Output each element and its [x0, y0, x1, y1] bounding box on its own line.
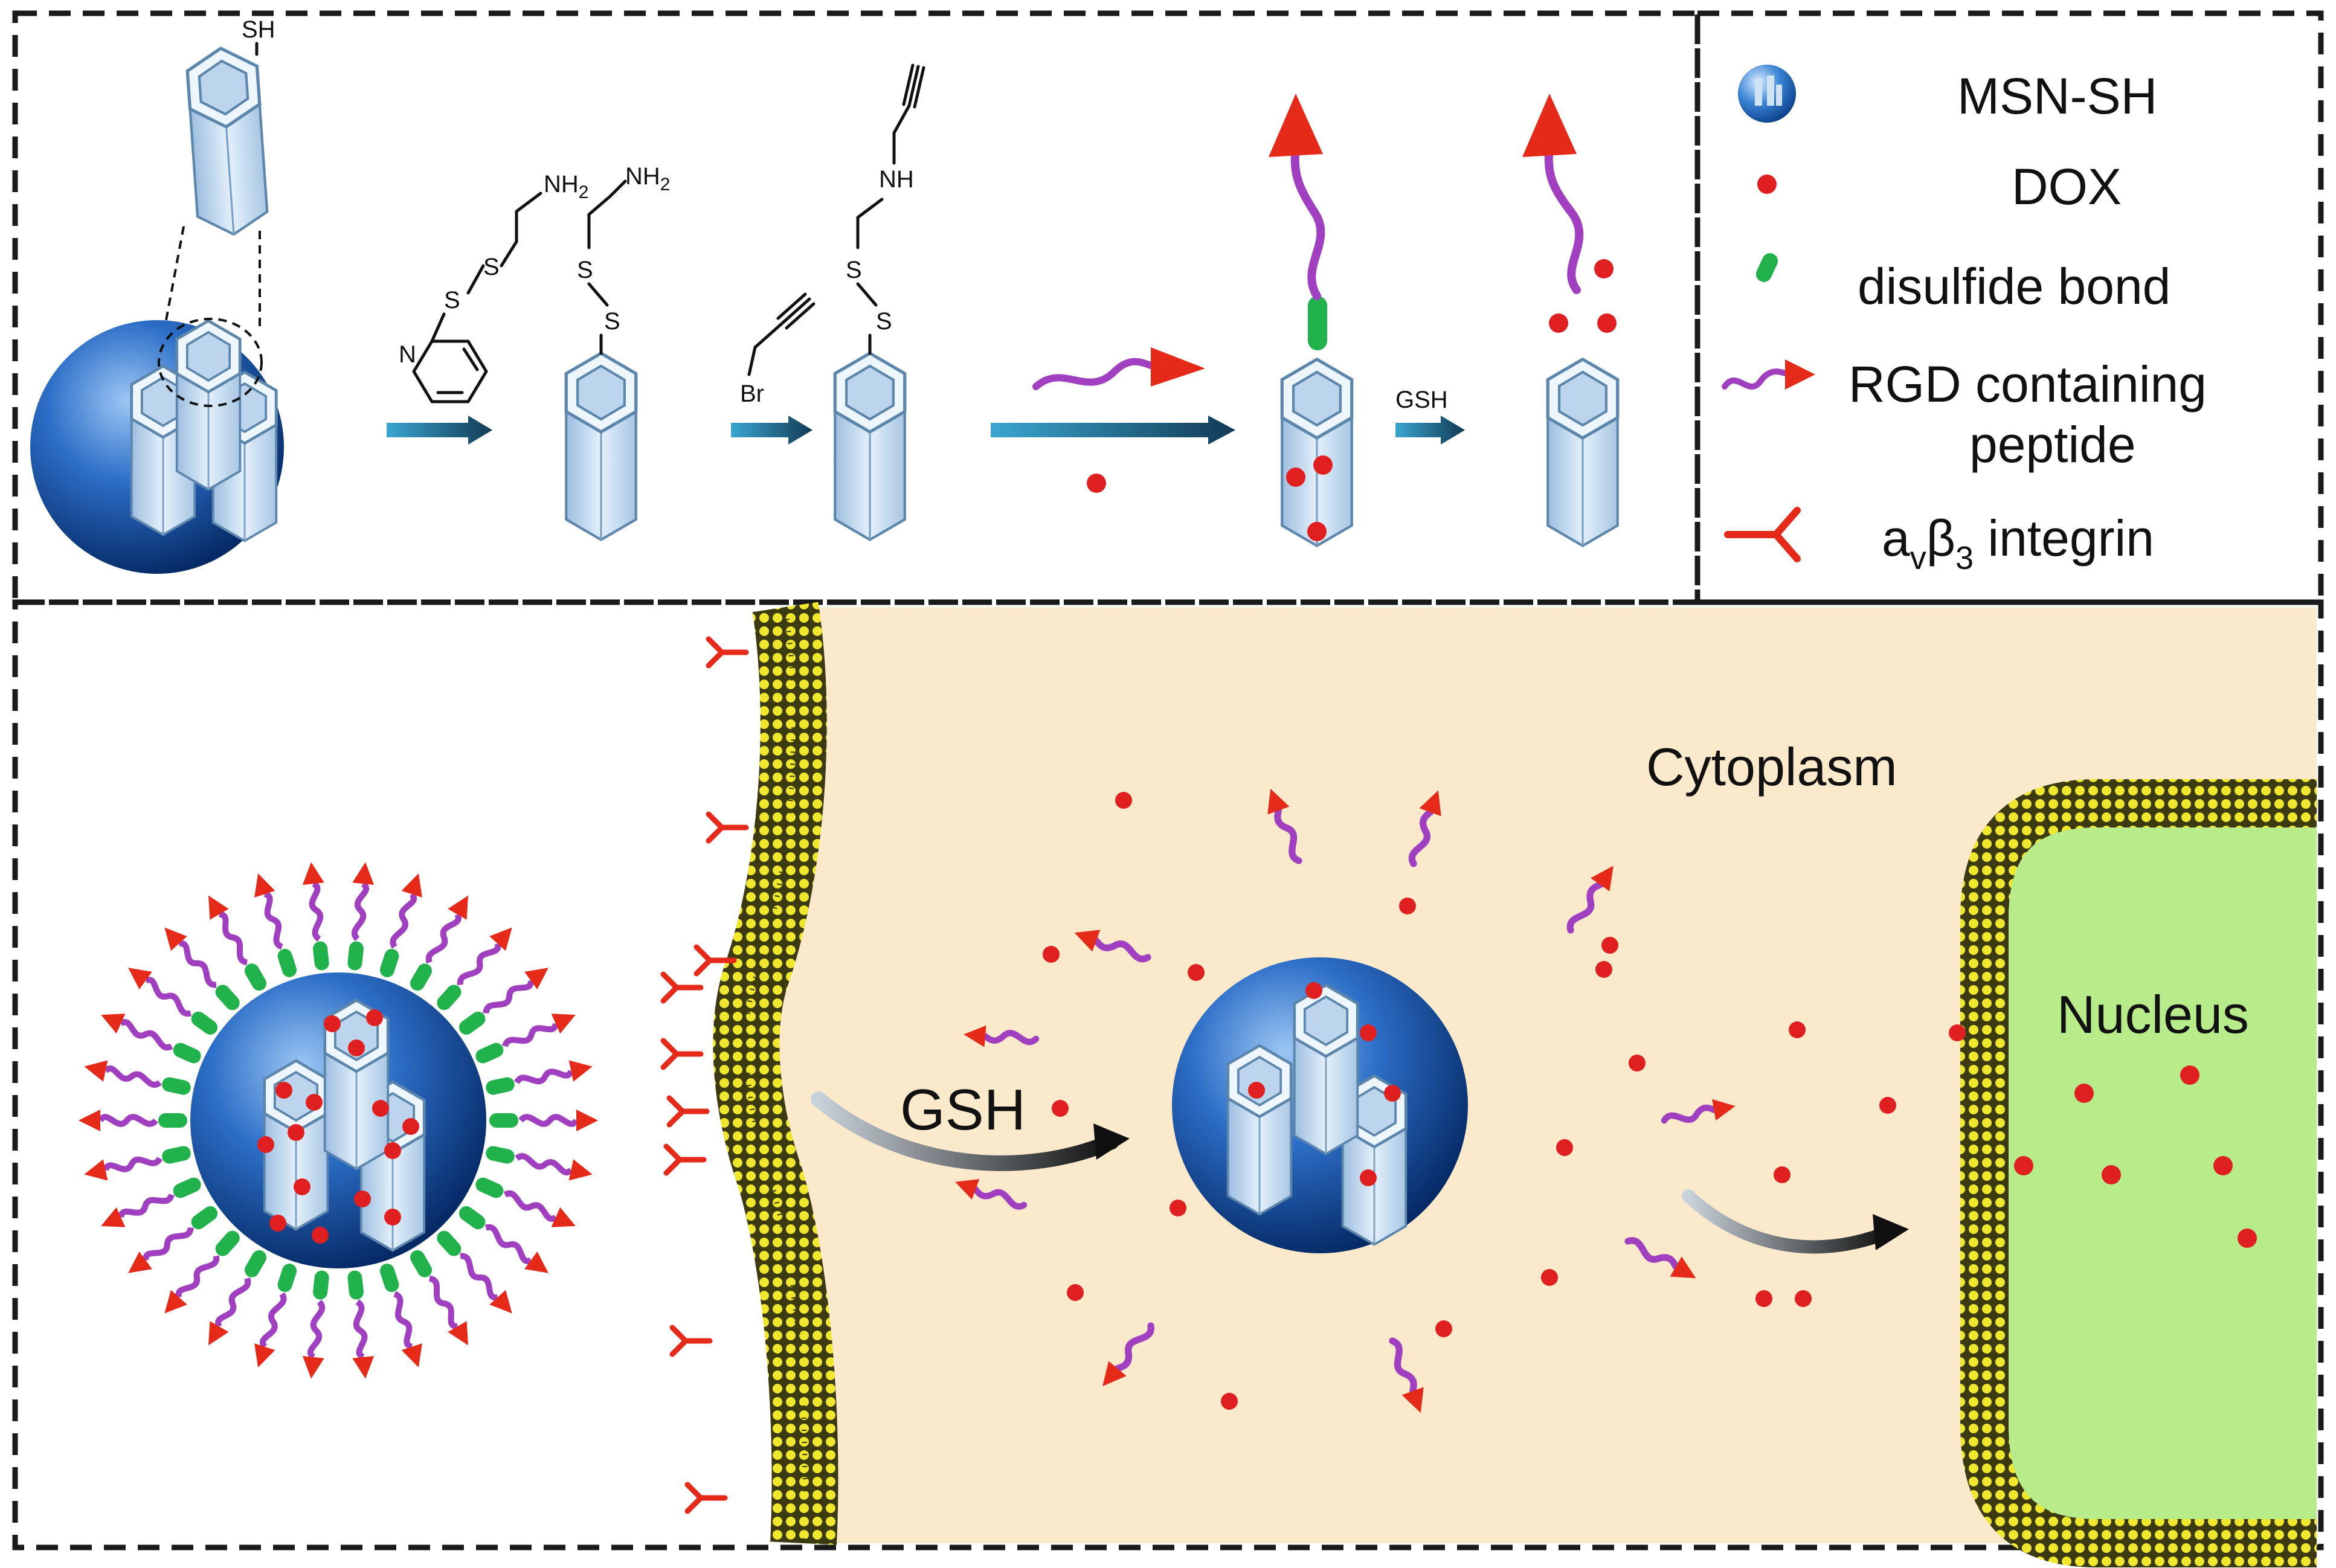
br-label: Br [740, 381, 764, 407]
gsh-curved-arrow [811, 1091, 1119, 1171]
surface-ligand [248, 1261, 302, 1370]
surface-ligand [82, 1056, 193, 1100]
nh2-label-1: NH2 [544, 171, 588, 202]
surface-ligand [97, 1172, 205, 1236]
gsh-big-label: GSH [900, 1078, 1026, 1142]
nucleus [1960, 779, 2317, 1567]
reaction-arrow-gsh [1395, 416, 1465, 445]
legend-dox-icon [1757, 175, 1777, 194]
surface-ligand [199, 1246, 272, 1351]
surface-ligand [484, 1056, 595, 1100]
s-label-a: S [444, 287, 460, 313]
cytoplasm-region [746, 607, 2317, 1543]
surface-ligand [300, 861, 333, 971]
surface-ligand [375, 870, 429, 980]
surface-ligand [375, 1261, 429, 1370]
surface-ligand [472, 1005, 580, 1069]
surface-ligand [343, 1270, 376, 1380]
n-ring-label: N [399, 341, 416, 368]
loaded-column [1269, 94, 1352, 546]
legend-integrin-label: avβ3 integrin [1882, 510, 2154, 576]
legend-disulfide-label: disulfide bond [1858, 258, 2170, 315]
reagent-propargyl-bromide [747, 292, 816, 376]
nh2-label-2: NH2 [625, 163, 670, 194]
cell-membrane [713, 602, 838, 1545]
free-dox [1043, 792, 1966, 1410]
legend-rgd-icon [1722, 359, 1815, 390]
legend-rgd-label-line2: peptide [1969, 416, 2136, 473]
surface-ligand [82, 1141, 193, 1185]
legend-msn-icon [1738, 65, 1796, 123]
msn-sh-particle [30, 42, 284, 574]
cell-panel-border [12, 599, 2324, 1550]
reagent-aminoethyl-disulfide-pyridine [412, 191, 542, 403]
legend-panel-border [1694, 10, 2324, 605]
sh-label: SH [242, 16, 275, 43]
legend-dox-label: DOX [2012, 158, 2122, 215]
legend-msn-label: MSN-SH [1957, 68, 2157, 124]
nucleus-curved-arrow [1682, 1189, 1894, 1254]
legend-integrin-icon [1724, 507, 1801, 562]
intermediate-2-column [835, 63, 925, 540]
surface-ligand [404, 890, 477, 995]
reaction-arrow-1 [387, 416, 492, 445]
released-nanoparticle [1172, 957, 1468, 1253]
surface-ligand [484, 1141, 595, 1185]
nucleus-label: Nucleus [2057, 985, 2249, 1044]
reaction-arrow-3 [991, 416, 1235, 445]
released-column [1522, 94, 1618, 546]
dox-reagent-dot [1087, 474, 1106, 493]
surface-ligand [300, 1270, 333, 1380]
surface-ligand [489, 1110, 598, 1131]
surface-ligand [248, 870, 302, 980]
reaction-arrow-2 [731, 416, 812, 445]
gsh-small-label: GSH [1395, 387, 1448, 413]
synthesis-panel-border [12, 10, 1701, 605]
s-label-c: S [604, 308, 620, 335]
loaded-nanoparticle [79, 861, 598, 1380]
surface-ligand [79, 1110, 187, 1131]
s-label-e: S [876, 308, 892, 335]
nh-label: NH [879, 166, 914, 193]
s-label-b: S [483, 254, 500, 280]
s-label-f: S [846, 257, 862, 283]
nucleus-dox [2014, 1065, 2257, 1248]
s-label-d: S [577, 257, 593, 283]
cytoplasm-label: Cytoplasm [1646, 737, 1897, 797]
peptide-reagent [1032, 347, 1205, 390]
legend-disulfide-icon [1755, 253, 1778, 282]
legend-rgd-label-line1: RGD containing [1849, 356, 2207, 413]
surface-ligand [343, 861, 376, 971]
legend: MSN-SH DOX disulfide bond RGD containing… [1722, 65, 2207, 576]
intermediate-1-column [566, 179, 636, 540]
